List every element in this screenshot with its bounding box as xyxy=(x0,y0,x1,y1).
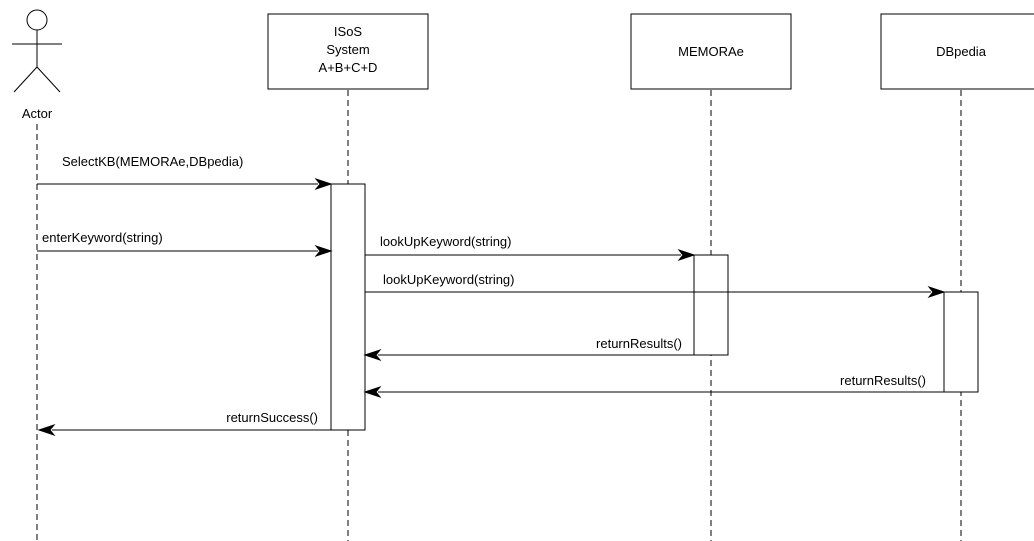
arrowhead-icon xyxy=(363,385,382,399)
isos-line-2: System xyxy=(326,42,369,57)
message-select-kb: SelectKB(MEMORAe,DBpedia) xyxy=(37,154,333,191)
actor-figure xyxy=(12,9,62,93)
dbpedia-activation xyxy=(943,291,979,393)
arrowhead-icon xyxy=(37,423,56,437)
dbpedia-participant: DBpedia xyxy=(880,13,1034,90)
message-enter-keyword: enterKeyword(string) xyxy=(37,230,333,258)
memorae-label: MEMORAe xyxy=(678,44,744,59)
message-label: returnResults() xyxy=(596,336,682,351)
actor-label: Actor xyxy=(22,106,53,121)
message-label: lookUpKeyword(string) xyxy=(383,272,515,287)
arrowhead-icon xyxy=(363,348,382,362)
message-label: returnSuccess() xyxy=(226,410,318,425)
message-label: enterKeyword(string) xyxy=(42,230,163,245)
arrowhead-icon xyxy=(677,248,696,262)
message-return-success: returnSuccess() xyxy=(37,410,331,437)
message-return-memorae: returnResults() xyxy=(363,336,694,362)
dbpedia-label: DBpedia xyxy=(936,44,987,59)
message-label: lookUpKeyword(string) xyxy=(380,234,512,249)
arrowhead-icon xyxy=(314,177,333,191)
arrowhead-icon xyxy=(314,244,333,258)
isos-participant: ISoS System A+B+C+D xyxy=(267,13,429,90)
message-lookup-dbpedia: lookUpKeyword(string) xyxy=(365,272,946,299)
isos-line-3: A+B+C+D xyxy=(319,60,378,75)
memorae-participant: MEMORAe xyxy=(630,13,792,90)
isos-activation xyxy=(330,183,366,431)
message-return-dbpedia: returnResults() xyxy=(363,373,944,399)
memorae-activation xyxy=(693,254,729,356)
isos-line-1: ISoS xyxy=(334,24,363,39)
message-lookup-memorae: lookUpKeyword(string) xyxy=(365,234,696,262)
message-label: returnResults() xyxy=(840,373,926,388)
message-label: SelectKB(MEMORAe,DBpedia) xyxy=(62,154,243,169)
arrowhead-icon xyxy=(927,285,946,299)
